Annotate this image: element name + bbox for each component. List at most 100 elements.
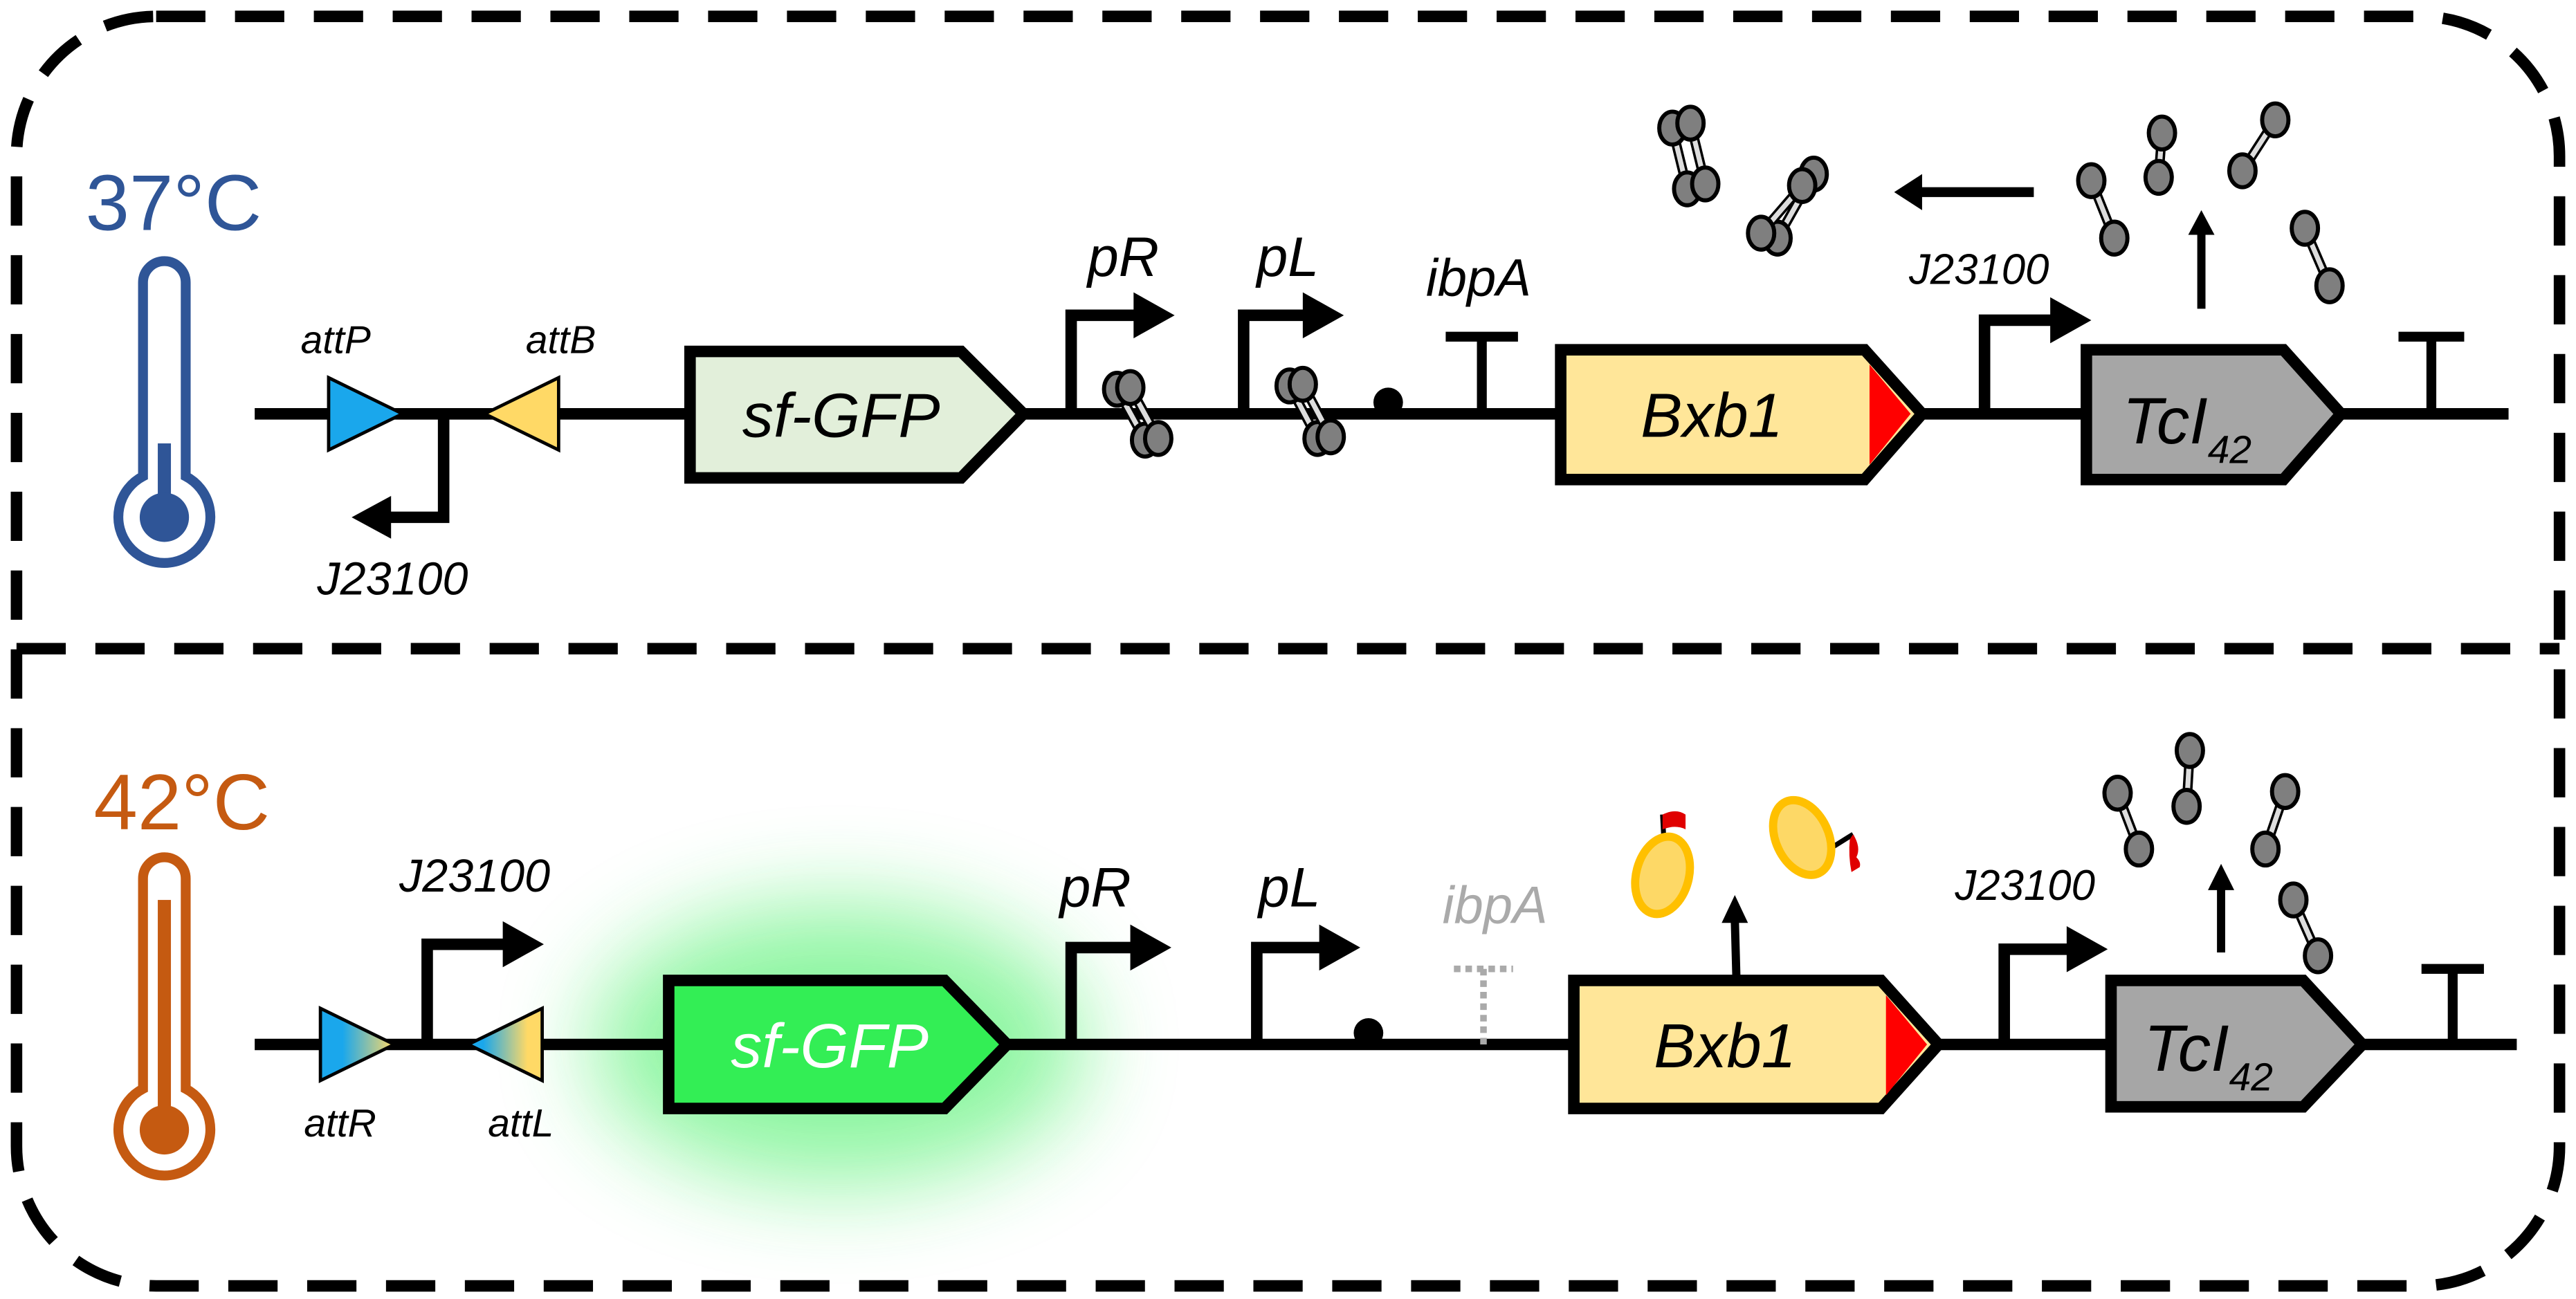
temperature-label: 37°C — [86, 159, 262, 247]
attB-site — [481, 375, 560, 453]
bound-repressor — [1115, 369, 1173, 457]
repressor-dimer — [2250, 773, 2301, 868]
arrowhead-up — [1721, 894, 1748, 923]
repressor-dimer — [2227, 101, 2291, 190]
j23100-label-2: J23100 — [1908, 246, 2049, 294]
degron-flag-icon — [1662, 811, 1686, 829]
promoter-arrowhead — [2066, 926, 2108, 973]
degron-tag — [1869, 365, 1911, 465]
sf-gfp-gene — [684, 345, 1032, 484]
repressor-tetramer-part — [1657, 109, 1703, 208]
repressor-proteins — [1102, 101, 2345, 459]
repressor-subunit — [1115, 369, 1146, 407]
sf-gfp-label: sf-GFP — [742, 381, 940, 451]
attP-label: attP — [301, 317, 371, 362]
bound-repressor — [1287, 365, 1346, 456]
repressor-subunit — [1315, 418, 1346, 456]
repressor-tetramer-part — [1675, 104, 1721, 203]
bxb1-label: Bxb1 — [1654, 1011, 1796, 1081]
pL-label: pL — [1257, 857, 1321, 919]
promoter-arrowhead — [1319, 924, 1360, 971]
promoter-arrowhead — [351, 496, 392, 539]
sf-gfp-label: sf-GFP — [731, 1011, 929, 1081]
repressor-subunit — [2143, 158, 2174, 196]
repressor-subunit — [2076, 162, 2107, 199]
bxb1-gene — [1555, 344, 1930, 486]
integrase-protein — [1631, 832, 1695, 919]
promoter-arrowhead — [1130, 924, 1171, 971]
temperature-label: 42°C — [93, 759, 270, 847]
j23100-label-2: J23100 — [1954, 862, 2095, 910]
repressor-dimer — [2143, 114, 2177, 196]
repressor-subunit — [2314, 267, 2345, 304]
attB-label: attB — [526, 317, 596, 362]
promoter-arrowhead — [502, 921, 544, 968]
repressor-subunit — [1675, 104, 1706, 142]
repressor-dimer — [2102, 775, 2155, 868]
repressor-subunit — [1142, 420, 1173, 457]
terminator-ibpA-inactive — [1454, 966, 1513, 1044]
integrase-protein — [1769, 795, 1836, 879]
repressor-subunit — [2269, 773, 2301, 811]
repressor-dimer — [2278, 881, 2334, 975]
repressor-subunit — [1690, 165, 1721, 203]
promoter-j23100 — [1998, 943, 2070, 1044]
attP-site — [327, 375, 407, 453]
tci-subscript: 42 — [2208, 428, 2251, 472]
attR-site — [318, 1005, 399, 1084]
terminator-ibpA — [1445, 331, 1518, 414]
repressor-subunit — [1787, 167, 1818, 204]
arrowhead-up — [2208, 863, 2235, 890]
repressor-subunit — [2250, 830, 2281, 868]
promoter-arrowhead — [1133, 292, 1175, 339]
repressor-subunit — [2290, 210, 2321, 247]
promoter-j23100-reverse — [381, 414, 450, 524]
promoter-j23100 — [1978, 314, 2054, 414]
repressor-subunit — [2278, 881, 2309, 919]
promoter-j23100-forward — [421, 938, 506, 1044]
repressor-subunit — [1746, 214, 1777, 252]
repressor-subunit — [2099, 219, 2130, 257]
repressor-subunit — [2227, 152, 2258, 190]
repressor-proteins — [2102, 732, 2334, 975]
top-panel: 37°C attP attB J23100 sf-GFP pR pL ibpA … — [86, 101, 2509, 605]
repressor-dimer — [2290, 210, 2345, 304]
repressor-subunit — [2102, 775, 2133, 812]
ibpA-label: ibpA — [1443, 876, 1548, 934]
expression-arrow — [1730, 919, 1741, 981]
promoter-pL — [1238, 309, 1306, 414]
terminator — [2398, 331, 2465, 414]
degron-tag — [1885, 995, 1928, 1096]
pL-label: pL — [1254, 226, 1319, 288]
tci42-label: TcI42 — [2123, 385, 2252, 472]
repressor-subunit — [2303, 937, 2334, 975]
promoter-pR — [1065, 941, 1134, 1044]
j23100-label: J23100 — [316, 553, 468, 605]
promoter-arrowhead — [2050, 297, 2092, 344]
repressor-subunit — [2171, 788, 2202, 825]
bxb1-integrase-proteins — [1631, 795, 1861, 919]
repressor-dimer — [2076, 162, 2130, 257]
promoter-arrowhead — [1302, 292, 1344, 339]
repressor-dimer — [2171, 732, 2205, 825]
repressor-subunit — [2174, 732, 2205, 769]
arrowhead-left — [1894, 174, 1922, 210]
promoter-pL — [1251, 941, 1323, 1044]
repressor-subunit — [2123, 830, 2155, 868]
terminator — [2421, 964, 2484, 1044]
attL-site — [464, 1005, 544, 1084]
ibpA-label: ibpA — [1426, 248, 1531, 307]
arrowhead-up — [2188, 210, 2215, 235]
repressor-subunit — [2260, 101, 2291, 139]
repressor-tetramer-part — [1746, 167, 1818, 252]
tci42-gene — [2081, 344, 2349, 486]
rbs-dot — [1373, 387, 1403, 418]
tci-name: TcI — [2144, 1012, 2229, 1085]
thermometer-icon — [113, 852, 216, 1181]
pR-label: pR — [1057, 857, 1131, 919]
tci42-label: TcI42 — [2144, 1012, 2273, 1099]
pR-label: pR — [1086, 226, 1159, 288]
attR-label: attR — [304, 1101, 376, 1145]
degron-flag-icon — [1849, 834, 1861, 872]
thermometer-icon — [113, 256, 216, 568]
